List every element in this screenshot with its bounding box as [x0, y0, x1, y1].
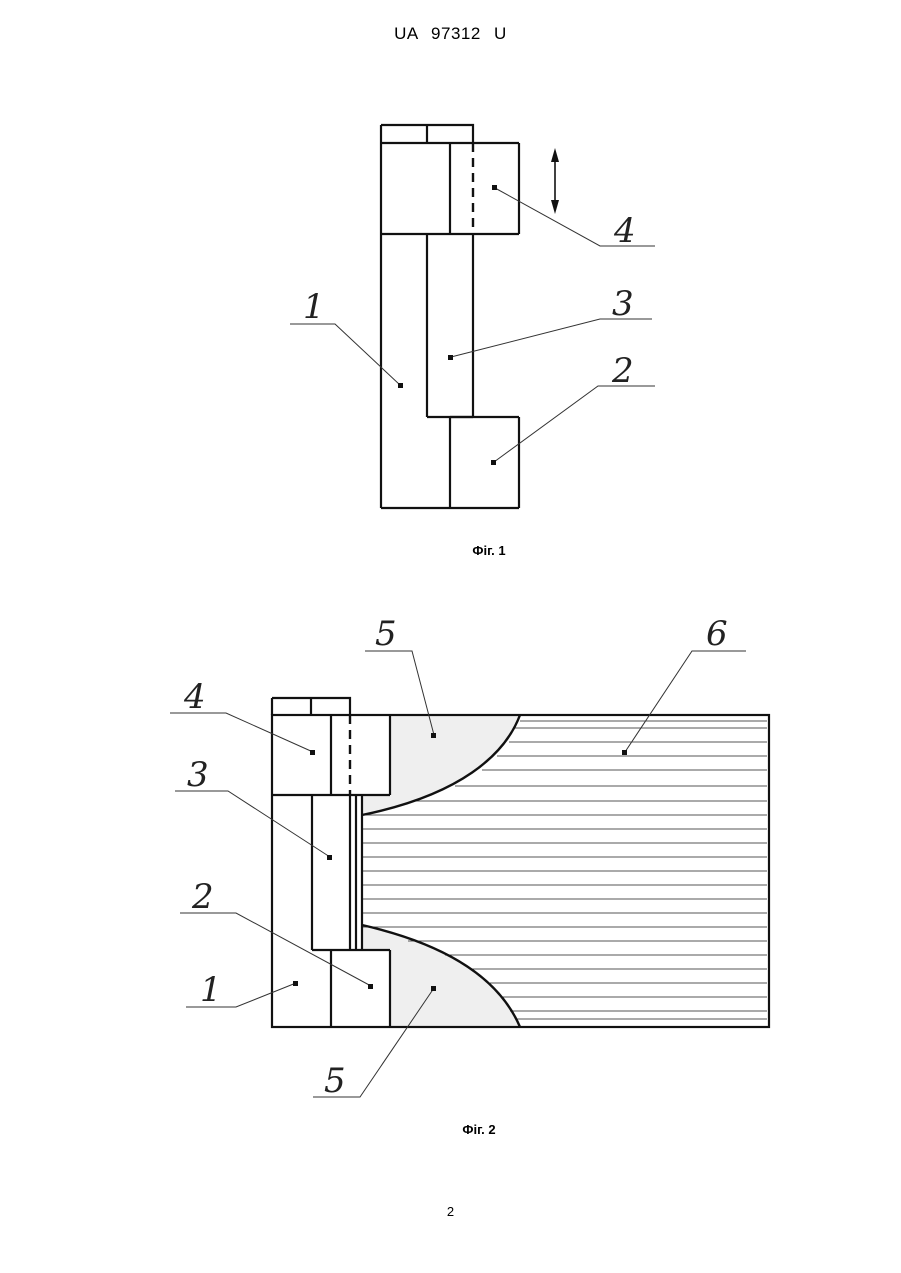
fig2-label-3: 3 — [187, 755, 209, 795]
fig2-label-5-bottom: 5 — [324, 1061, 346, 1101]
fig1-label-1: 1 — [303, 287, 325, 327]
fig1-label-2: 2 — [611, 351, 634, 391]
fig2-label-4: 4 — [183, 677, 206, 717]
figure-2-drawing: 5 6 4 3 2 1 5 — [170, 614, 769, 1101]
double-arrow-icon — [551, 148, 559, 214]
fig1-label-3: 3 — [612, 284, 634, 324]
fig2-label-1: 1 — [200, 970, 222, 1010]
figure-1-drawing: 4 1 3 2 — [290, 125, 655, 508]
fig2-label-6: 6 — [706, 614, 728, 654]
fig2-label-5-top: 5 — [375, 614, 397, 654]
fig1-label-4: 4 — [613, 211, 636, 251]
fig2-label-2: 2 — [191, 877, 214, 917]
page-number: 2 — [0, 1204, 901, 1219]
figure-2-caption: Фіг. 2 — [379, 1122, 579, 1137]
figure-1-caption: Фіг. 1 — [389, 543, 589, 558]
